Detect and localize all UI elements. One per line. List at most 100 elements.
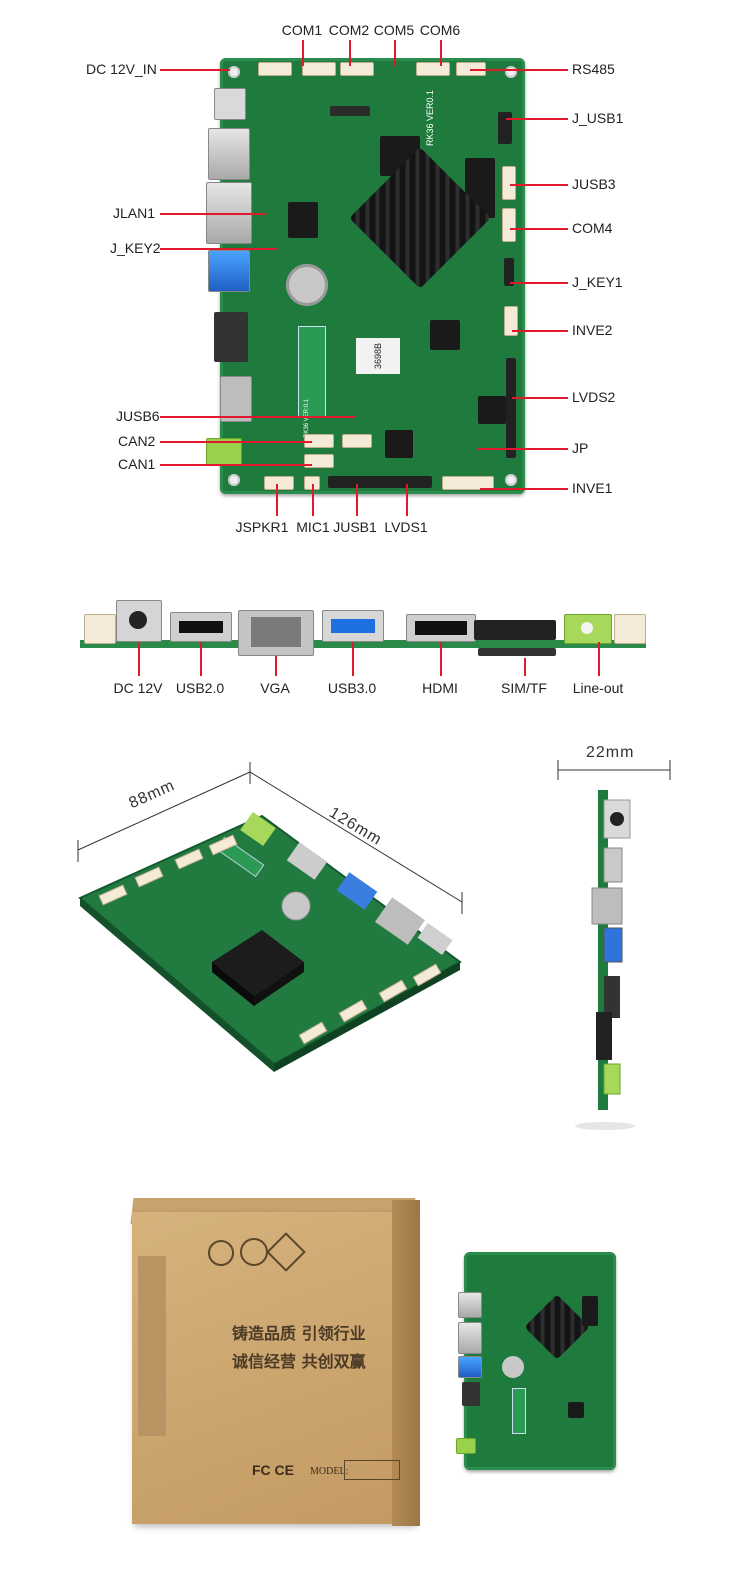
usb2-port	[208, 128, 250, 180]
line-out-side	[564, 614, 612, 644]
leader-line	[440, 40, 442, 66]
m2-small	[512, 1388, 526, 1434]
label-com1: COM1	[281, 22, 323, 38]
leader-line	[312, 484, 314, 516]
connector-inve2	[504, 306, 518, 336]
leader-line	[510, 184, 568, 186]
label-lvds1: LVDS1	[384, 519, 428, 535]
battery-small	[502, 1356, 524, 1378]
line-out-small	[456, 1438, 476, 1454]
dim-thickness: 22mm	[586, 744, 635, 761]
label-jusb1: JUSB1	[333, 519, 377, 535]
connector-end	[614, 614, 646, 644]
leader-line	[302, 40, 304, 66]
label-j-key1: J_KEY1	[572, 274, 623, 290]
ic-chip	[288, 202, 318, 238]
connector-com6	[416, 62, 450, 76]
usb2-side	[170, 612, 232, 642]
leader-line	[160, 441, 312, 443]
label-j-key2: J_KEY2	[110, 240, 161, 256]
leader-line	[349, 40, 351, 66]
leader-line	[480, 488, 568, 490]
silkscreen-small: RK36 VER:0.1	[304, 398, 310, 438]
label-vga: VGA	[260, 680, 290, 696]
leader-line	[512, 330, 568, 332]
barcode-sticker: 3698B	[356, 338, 400, 374]
leader-line	[406, 484, 408, 516]
label-can2: CAN2	[118, 433, 156, 449]
side-port-view: DC 12V USB2.0 VGA USB3.0 HDMI SIM/TF Lin…	[0, 580, 750, 710]
ic-chip-small	[582, 1296, 598, 1326]
label-com4: COM4	[572, 220, 613, 236]
leader-line	[275, 656, 277, 676]
leader-line	[160, 248, 278, 250]
rtc-battery	[286, 264, 328, 306]
label-dc12v: DC 12V	[113, 680, 163, 696]
package-view: 铸造品质 引领行业 诚信经营 共创双赢 FC CE MODEL:	[0, 1180, 750, 1560]
usb3-port	[208, 250, 250, 292]
vga-side	[238, 610, 314, 656]
leader-line	[160, 416, 356, 418]
lvds1-header	[328, 476, 432, 488]
connector-inve1	[442, 476, 494, 490]
leader-line	[356, 484, 358, 516]
label-jp: JP	[572, 440, 589, 456]
mount-hole	[505, 474, 517, 486]
ic-chip	[330, 106, 370, 116]
dimension-view: 88mm 126mm 22mm	[0, 730, 750, 1150]
ic-chip	[385, 430, 413, 458]
port-small	[458, 1356, 482, 1378]
box-front	[132, 1212, 414, 1524]
label-com5: COM5	[373, 22, 415, 38]
leader-line	[160, 213, 266, 215]
connector-end	[84, 614, 116, 644]
slogan-line1: 铸造品质 引领行业	[232, 1324, 366, 1343]
j-usb1-header	[498, 112, 512, 144]
sim-tf-side	[474, 620, 556, 640]
cert-marks: FC CE	[252, 1462, 294, 1478]
leader-line	[470, 69, 568, 71]
dc-jack-side	[116, 600, 162, 642]
heatsink-small	[524, 1294, 590, 1360]
connector-com2	[302, 62, 336, 76]
label-usb2: USB2.0	[175, 680, 225, 696]
badge-icon	[240, 1238, 268, 1266]
port-small	[458, 1322, 482, 1354]
silkscreen-main: RK36 VER0.1	[425, 89, 435, 146]
leader-line	[394, 40, 396, 66]
label-jusb6: JUSB6	[116, 408, 160, 424]
leader-line	[598, 642, 600, 676]
isometric-board	[77, 760, 671, 1130]
label-inve1: INVE1	[572, 480, 613, 496]
leader-line	[510, 228, 568, 230]
label-j-usb1: J_USB1	[572, 110, 624, 126]
label-lvds2: LVDS2	[572, 389, 616, 405]
badge-icon	[208, 1240, 234, 1266]
j-key1-header	[504, 258, 514, 286]
label-jusb3: JUSB3	[572, 176, 616, 192]
leader-line	[512, 397, 568, 399]
connector-jspkr1	[264, 476, 294, 490]
pcb-edge	[80, 640, 646, 648]
connector-com4	[502, 208, 516, 242]
label-mic1: MIC1	[296, 519, 330, 535]
port-small	[462, 1382, 480, 1406]
leader-line	[510, 282, 568, 284]
mount-hole	[228, 66, 240, 78]
mount-hole	[228, 474, 240, 486]
slogan-line2: 诚信经营 共创双赢	[232, 1352, 366, 1371]
lvds2-header	[506, 358, 516, 458]
hdmi-side	[406, 614, 476, 642]
leader-line	[440, 642, 442, 676]
connector-jusb6	[342, 434, 372, 448]
label-line-out: Line-out	[572, 680, 624, 696]
model-label: MODEL:	[310, 1466, 349, 1477]
port-small	[458, 1292, 482, 1318]
ic-chip-small	[568, 1402, 584, 1418]
label-can1: CAN1	[118, 456, 156, 472]
sim-tf-side-lower	[478, 648, 556, 656]
board-top-view: RK36 VER0.1 RK36 VER:0.1 3698B COM1 COM2…	[0, 0, 750, 560]
ic-chip	[430, 320, 460, 350]
m2-module	[298, 326, 326, 418]
pcb-board: RK36 VER0.1 RK36 VER:0.1 3698B	[206, 58, 525, 494]
